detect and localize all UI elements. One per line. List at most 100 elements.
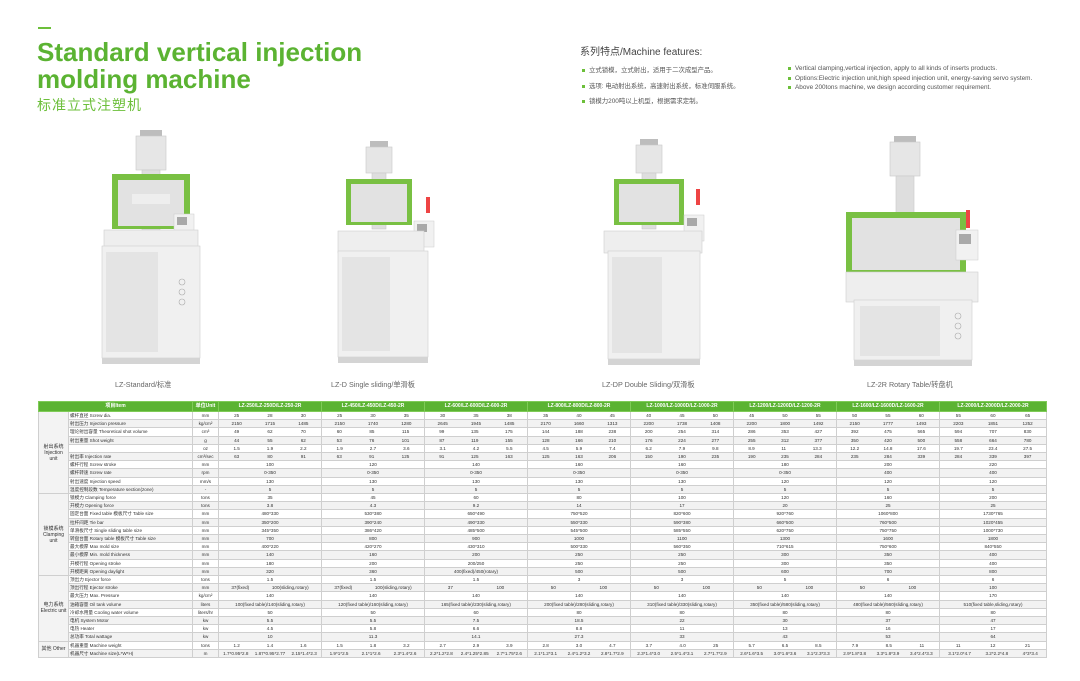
spec-item: 开模力 Opening force <box>68 501 193 511</box>
spec-value: 339 <box>917 454 926 460</box>
spec-value: 1485 <box>298 421 309 427</box>
spec-unit: mm <box>192 460 219 470</box>
head-item: 项目Item <box>38 401 193 412</box>
spec-value-cell: 35 <box>218 493 322 503</box>
spec-value: 25 <box>337 413 343 418</box>
spec-value: 238 <box>608 429 617 435</box>
spec-value: 25 <box>885 503 891 509</box>
spec-item: 射出压力 Injection pressure <box>68 419 193 429</box>
spec-value: 2.3*1.4*3.0 <box>637 650 661 656</box>
spec-value: 0-350 <box>573 470 585 476</box>
spec-value-cell: 140 <box>218 591 322 601</box>
feature-cn-item: 选项: 电动射出系统，高速射出系统，标准伺服系统。 <box>582 83 787 92</box>
spec-unit: kw <box>192 632 219 642</box>
spec-value: 91 <box>369 454 375 460</box>
spec-value: 200/250 <box>467 560 485 566</box>
spec-value: 44 <box>234 437 240 443</box>
spec-value: 6.5 <box>781 642 789 648</box>
spec-value: 510(fixed table,sliding,rotary) <box>963 601 1023 607</box>
spec-value: 780 <box>1023 437 1032 443</box>
spec-value: 166 <box>575 437 583 443</box>
spec-value: 1020*455 <box>983 519 1003 525</box>
spec-value-cell: 130 <box>321 476 425 486</box>
spec-value: 9.2 <box>472 503 480 509</box>
spec-value: 9.8 <box>712 445 719 451</box>
spec-value: 190 <box>747 454 756 460</box>
spec-item: 单滑板尺寸 Single sliding table size <box>68 525 193 536</box>
spec-value: 180 <box>781 462 789 468</box>
spec-value: 3.2*2.2*4.8 <box>985 650 1009 656</box>
spec-item: 冷却水用量 Cooling water volume <box>68 607 193 618</box>
spec-value: 5 <box>474 486 478 492</box>
spec-value-cell: 200 <box>939 493 1047 503</box>
spec-value-cell: 16 <box>836 624 940 634</box>
spec-value: 7.9 <box>678 445 686 451</box>
head-model: LZ-250/LZ-250D/LZ-250-2R <box>218 401 322 412</box>
spec-value: 5.5 <box>369 618 377 624</box>
spec-value-cell: 170 <box>939 591 1047 601</box>
spec-value: 140 <box>266 552 274 558</box>
spec-item: 顶出力 Ejector force <box>68 575 193 585</box>
spec-value: 80 <box>679 609 685 615</box>
spec-value: 188 <box>575 429 583 435</box>
spec-value: 35 <box>403 413 409 418</box>
spec-value-cell: 820*600 <box>630 509 734 519</box>
spec-value: 1000 <box>573 536 585 542</box>
spec-value: 2.6*1.6*3.5 <box>740 650 764 656</box>
spec-item: 开模距离 Opening daylight <box>68 566 193 577</box>
spec-value: 3.1*2.3*3.3 <box>806 650 830 656</box>
spec-value-cell: 0-350 <box>527 468 631 478</box>
spec-value: 400 <box>989 552 997 558</box>
spec-value-cell: 350(fixed table)/580(sliding,rotary) <box>733 599 837 609</box>
spec-value-cell: 560*350 <box>630 542 734 552</box>
spec-value: 2.1*1*2.6 <box>361 650 381 656</box>
spec-value: 60 <box>473 495 479 501</box>
spec-value-cell: 120 <box>321 460 425 470</box>
spec-value: 314 <box>711 429 720 435</box>
spec-value: 1800 <box>987 536 999 542</box>
spec-value: 1492 <box>813 421 824 427</box>
spec-value: 2645 <box>437 421 448 427</box>
spec-value: 475 <box>884 429 892 435</box>
spec-value-cell: 1730*765 <box>939 509 1047 519</box>
spec-value: 1740 <box>367 421 379 427</box>
spec-value: 100 <box>678 495 686 501</box>
spec-value: 2.5*1.4*3.1 <box>670 650 694 656</box>
features-list-cn: 立式锁模，立式射出，适用于二次成型产品。 选项: 电动射出系统，高速射出系统，标… <box>582 67 787 114</box>
spec-value: 350 <box>884 560 892 566</box>
spec-value: 100(sliding,rotary) <box>374 585 412 591</box>
spec-value: 140 <box>884 593 892 599</box>
spec-value: 400 <box>989 470 997 476</box>
spec-value: 119 <box>471 437 479 443</box>
spec-value-cell: 5 <box>424 484 528 495</box>
spec-value: 6 <box>991 577 995 583</box>
spec-value: 5.5 <box>506 445 513 451</box>
spec-value-cell: 64 <box>939 632 1047 642</box>
spec-value: 27.5 <box>1023 445 1033 451</box>
spec-value: 40 <box>576 413 582 418</box>
spec-value-cell: 37(fixed)100(sliding,rotary) <box>218 583 322 593</box>
spec-value: 23.4 <box>988 445 998 451</box>
spec-value: 4*3*3.4 <box>1022 650 1038 656</box>
spec-value-cell: 1060*800 <box>836 509 940 519</box>
spec-value: 350 <box>884 552 892 558</box>
spec-value: 530*380 <box>364 511 382 517</box>
spec-value: 45 <box>609 413 615 418</box>
spec-value-cell: 200(fixed table)/280(sliding,rotary) <box>527 599 631 609</box>
spec-value: 386*420 <box>364 527 382 533</box>
machine-rotary-table-image <box>845 136 979 366</box>
spec-value-cell: 200/250 <box>424 558 528 568</box>
spec-value: 150 <box>644 454 653 460</box>
spec-value: 1000*730 <box>983 527 1003 533</box>
spec-value: 254 <box>678 429 686 435</box>
